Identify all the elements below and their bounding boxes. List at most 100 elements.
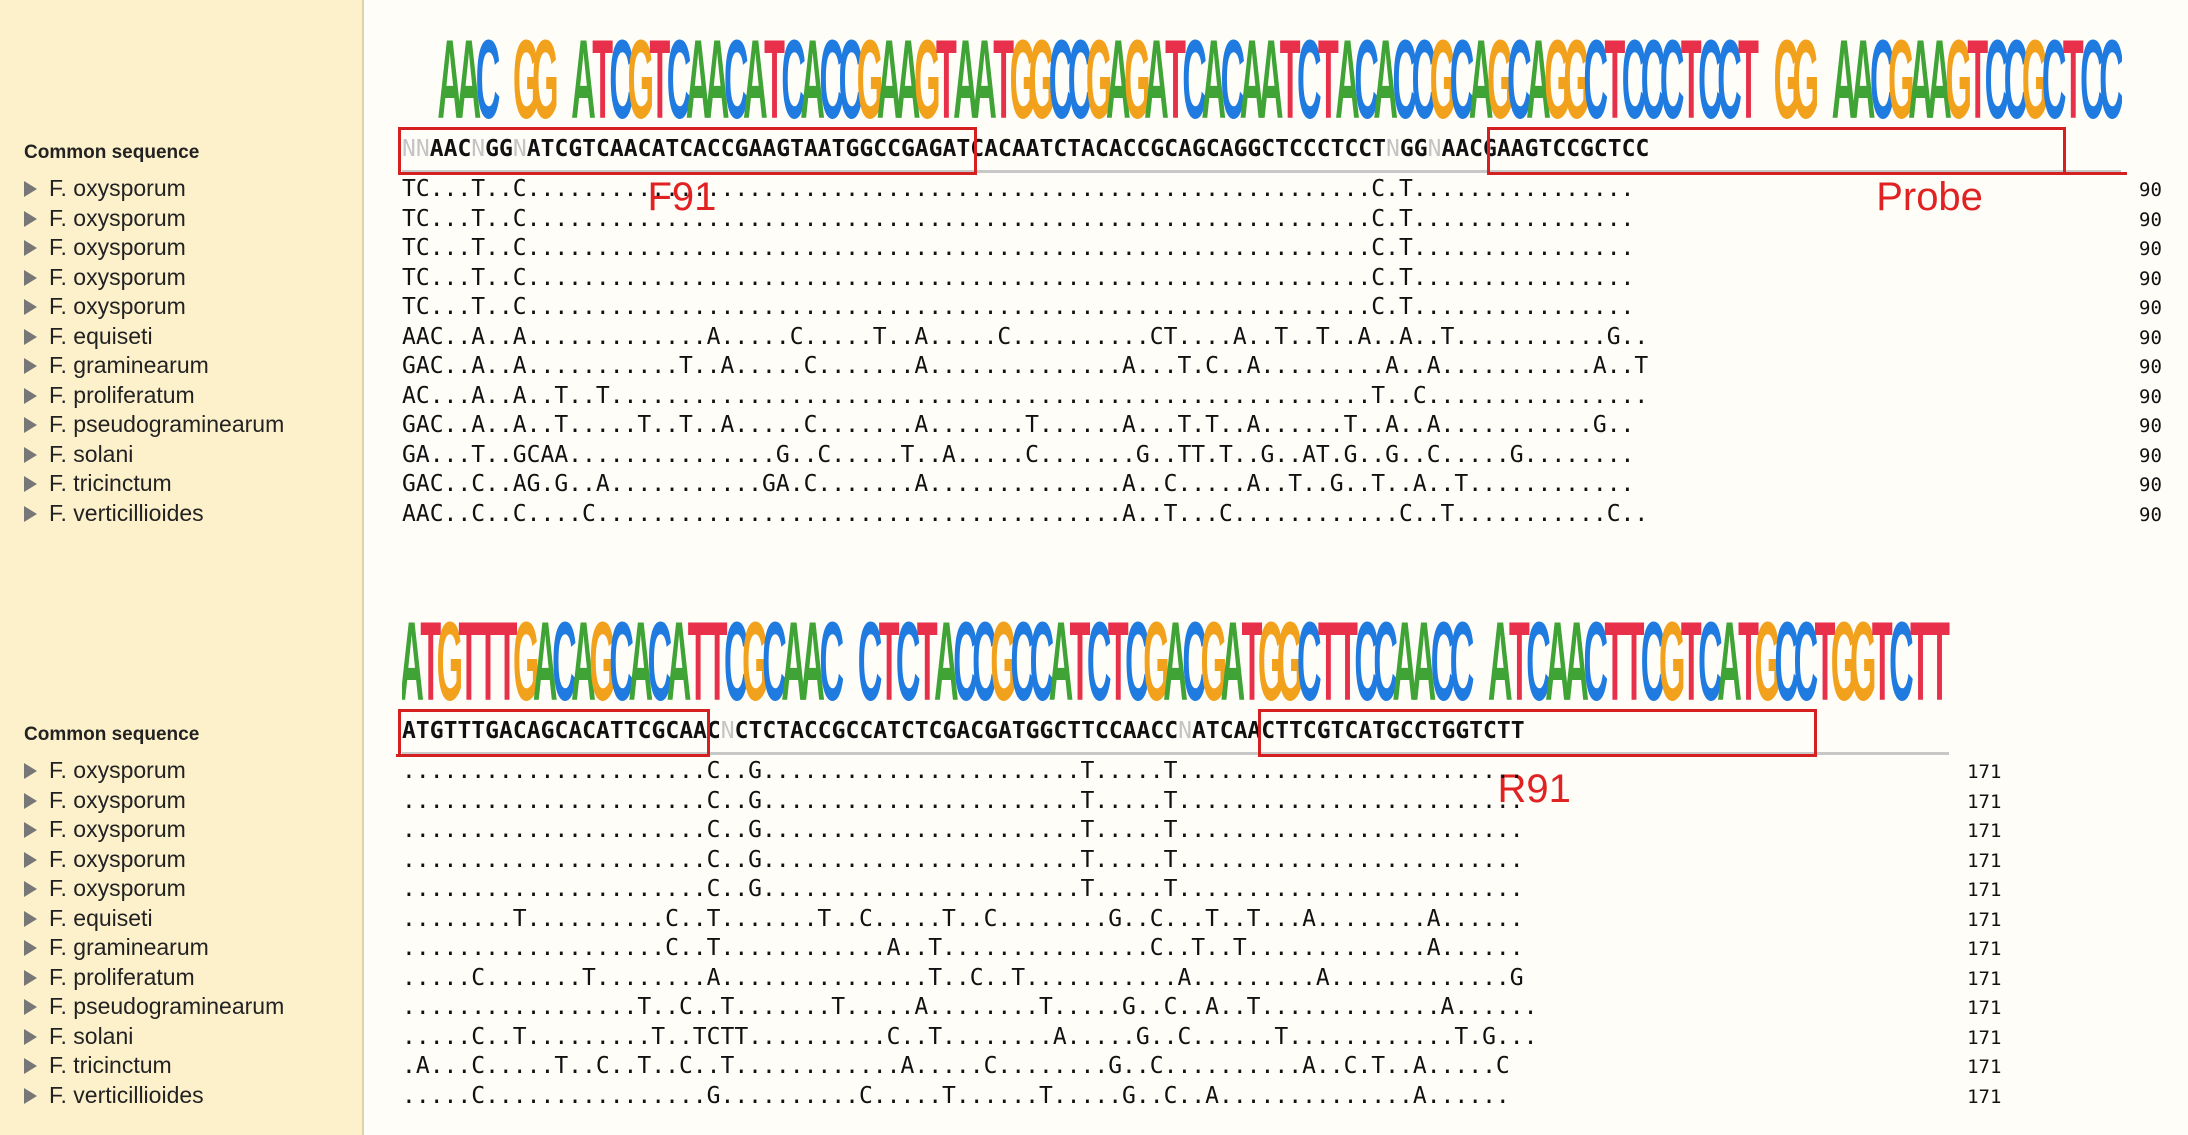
logo-letter: A (1908, 16, 1933, 120)
species-row-label[interactable]: F. oxysporum (24, 875, 186, 902)
logo-letter: T (1681, 598, 1702, 702)
species-row-label[interactable]: F. oxysporum (24, 205, 186, 232)
consensus-base: C (1289, 136, 1303, 162)
species-row-label[interactable]: F. oxysporum (24, 234, 186, 261)
expand-triangle-icon[interactable] (24, 269, 37, 286)
logo-letter: A (896, 16, 921, 120)
species-row-label[interactable]: F. tricinctum (24, 1052, 172, 1079)
species-sequence: .....C.......T........A...............T.… (402, 964, 1524, 991)
consensus-base: C (457, 136, 472, 162)
expand-triangle-icon[interactable] (24, 822, 37, 838)
row-position-count: 90 (2139, 474, 2162, 496)
species-row-label[interactable]: F. solani (24, 1023, 133, 1050)
expand-triangle-icon[interactable] (24, 910, 37, 927)
species-row-label[interactable]: F. oxysporum (24, 175, 186, 202)
consensus-base: C (1219, 718, 1234, 744)
consensus-base: C (1566, 136, 1581, 162)
species-name: F. oxysporum (49, 757, 186, 783)
consensus-base: N (415, 136, 430, 162)
species-row-label[interactable]: F. verticillioides (24, 500, 204, 527)
row-position-count: 171 (1967, 1085, 2002, 1108)
logo-letter: A (571, 598, 596, 702)
consensus-base: A (762, 136, 777, 162)
logo-letter: C (724, 16, 749, 120)
species-row-label[interactable]: F. tricinctum (24, 470, 172, 497)
expand-triangle-icon[interactable] (24, 940, 37, 956)
consensus-base: T (1496, 718, 1511, 744)
expand-triangle-icon[interactable] (24, 792, 37, 809)
expand-triangle-icon[interactable] (24, 417, 37, 433)
logo-letter: C (1526, 598, 1551, 702)
species-sequence: GAC..A..A..T.....T..T..A.....C.......A..… (402, 412, 1635, 438)
species-row-label[interactable]: F. equiseti (24, 323, 153, 350)
consensus-base: A (1108, 136, 1123, 162)
expand-triangle-icon[interactable] (24, 881, 37, 897)
species-name: F. oxysporum (49, 786, 186, 813)
species-row-label[interactable]: F. oxysporum (24, 787, 186, 814)
expand-triangle-icon[interactable] (24, 1058, 37, 1074)
consensus-base: T (831, 136, 846, 162)
expand-triangle-icon[interactable] (24, 210, 37, 227)
species-row-label[interactable]: F. pseudograminearum (24, 993, 284, 1020)
expand-triangle-icon[interactable] (24, 476, 37, 492)
expand-triangle-icon[interactable] (24, 999, 37, 1015)
logo-letter: T (879, 598, 900, 702)
logo-letter: T (1815, 598, 1836, 702)
species-sequence: TC...T..C...............................… (402, 235, 1635, 261)
logo-letter: T (688, 598, 709, 702)
consensus-base: A (443, 136, 458, 162)
expand-triangle-icon[interactable] (24, 1087, 37, 1104)
consensus-base: C (887, 136, 901, 162)
logo-letter: C (953, 598, 978, 702)
logo-letter: G (1201, 598, 1227, 702)
species-row-label[interactable]: F. graminearum (24, 352, 209, 379)
species-sequence: GAC..C..AG.G..A...........GA.C.......A..… (402, 471, 1635, 497)
species-row-label[interactable]: F. verticillioides (24, 1082, 204, 1109)
logo-letter: C (1221, 16, 1246, 120)
expand-triangle-icon[interactable] (24, 505, 37, 522)
consensus-base: C (1483, 718, 1497, 744)
species-row-label[interactable]: F. solani (24, 441, 133, 468)
row-position-count: 90 (2139, 208, 2162, 231)
row-position-count: 171 (1967, 820, 2002, 842)
species-row-label[interactable]: F. proliferatum (24, 382, 195, 409)
expand-triangle-icon[interactable] (24, 299, 37, 315)
consensus-underline (402, 170, 2121, 173)
species-row-label[interactable]: F. oxysporum (24, 846, 186, 873)
species-row-label[interactable]: F. oxysporum (24, 816, 186, 843)
species-sequence: GAC..A..A...........T..A.....C.......A..… (402, 353, 1649, 379)
expand-triangle-icon[interactable] (24, 851, 37, 868)
expand-triangle-icon[interactable] (24, 1028, 37, 1045)
consensus-base: C (1302, 718, 1317, 744)
consensus-base: C (970, 718, 985, 744)
expand-triangle-icon[interactable] (24, 763, 37, 779)
expand-triangle-icon[interactable] (24, 969, 37, 986)
expand-triangle-icon[interactable] (24, 446, 37, 463)
expand-triangle-icon[interactable] (24, 358, 37, 374)
species-row-label[interactable]: F. oxysporum (24, 757, 186, 784)
expand-triangle-icon[interactable] (24, 387, 37, 404)
consensus-base: T (457, 718, 472, 744)
consensus-base: T (1330, 718, 1345, 744)
species-row-label[interactable]: F. graminearum (24, 934, 209, 961)
consensus-base: A (1081, 136, 1095, 162)
logo-letter: A (1469, 16, 1494, 120)
species-sequence: ......................C..G..............… (402, 876, 1524, 902)
species-row-label[interactable]: F. oxysporum (24, 293, 186, 320)
species-row-label[interactable]: F. pseudograminearum (24, 411, 284, 438)
logo-letter: C (1431, 598, 1456, 702)
expand-triangle-icon[interactable] (24, 240, 37, 256)
logo-letter: C (1030, 598, 1055, 702)
species-name: F. proliferatum (49, 381, 195, 408)
species-name: F. graminearum (49, 934, 209, 960)
expand-triangle-icon[interactable] (24, 181, 37, 197)
species-row-label[interactable]: F. oxysporum (24, 264, 186, 291)
species-row-label[interactable]: F. equiseti (24, 905, 153, 932)
consensus-base: G (540, 718, 555, 744)
logo-letter: A (402, 598, 424, 702)
expand-triangle-icon[interactable] (24, 328, 37, 345)
species-name: F. graminearum (49, 352, 209, 378)
species-row-label[interactable]: F. proliferatum (24, 964, 195, 991)
logo-letter: G (589, 598, 615, 702)
consensus-base: N (471, 136, 486, 162)
